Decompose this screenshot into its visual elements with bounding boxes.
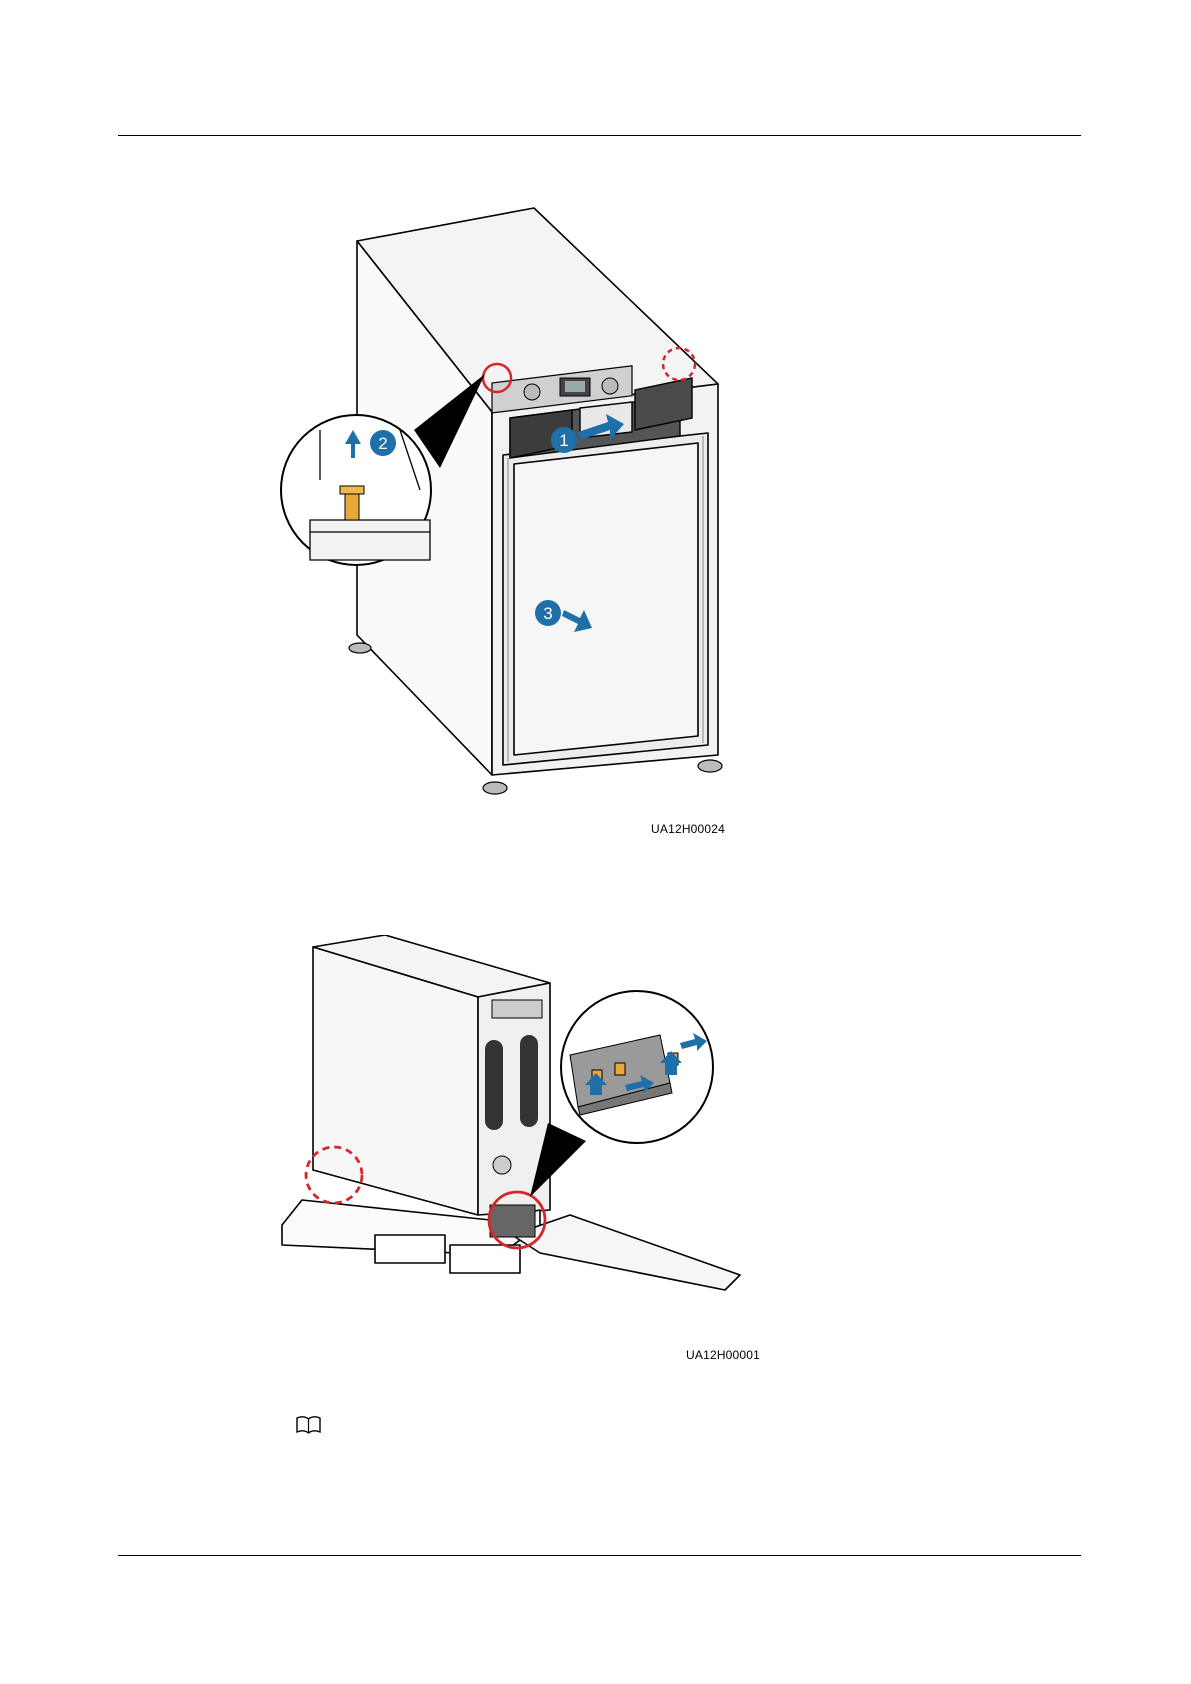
- footer-rule: [118, 1555, 1081, 1556]
- figure-code: UA12H00024: [651, 822, 725, 836]
- figure-ups-front-panel-removal: 1 2 3: [280, 200, 740, 840]
- svg-text:1: 1: [559, 431, 568, 450]
- step-badge-2: 2: [370, 430, 396, 456]
- figure-ups-pallet-unmounting: [280, 935, 760, 1330]
- svg-text:3: 3: [543, 604, 552, 623]
- bolt-icon: [345, 492, 359, 520]
- book-note-icon: [295, 1416, 322, 1434]
- header-rule: [118, 135, 1081, 136]
- step-badge-3: 3: [535, 600, 561, 626]
- figure-code: UA12H00001: [686, 1348, 760, 1362]
- step-badge-1: 1: [551, 427, 577, 453]
- svg-text:2: 2: [378, 434, 387, 453]
